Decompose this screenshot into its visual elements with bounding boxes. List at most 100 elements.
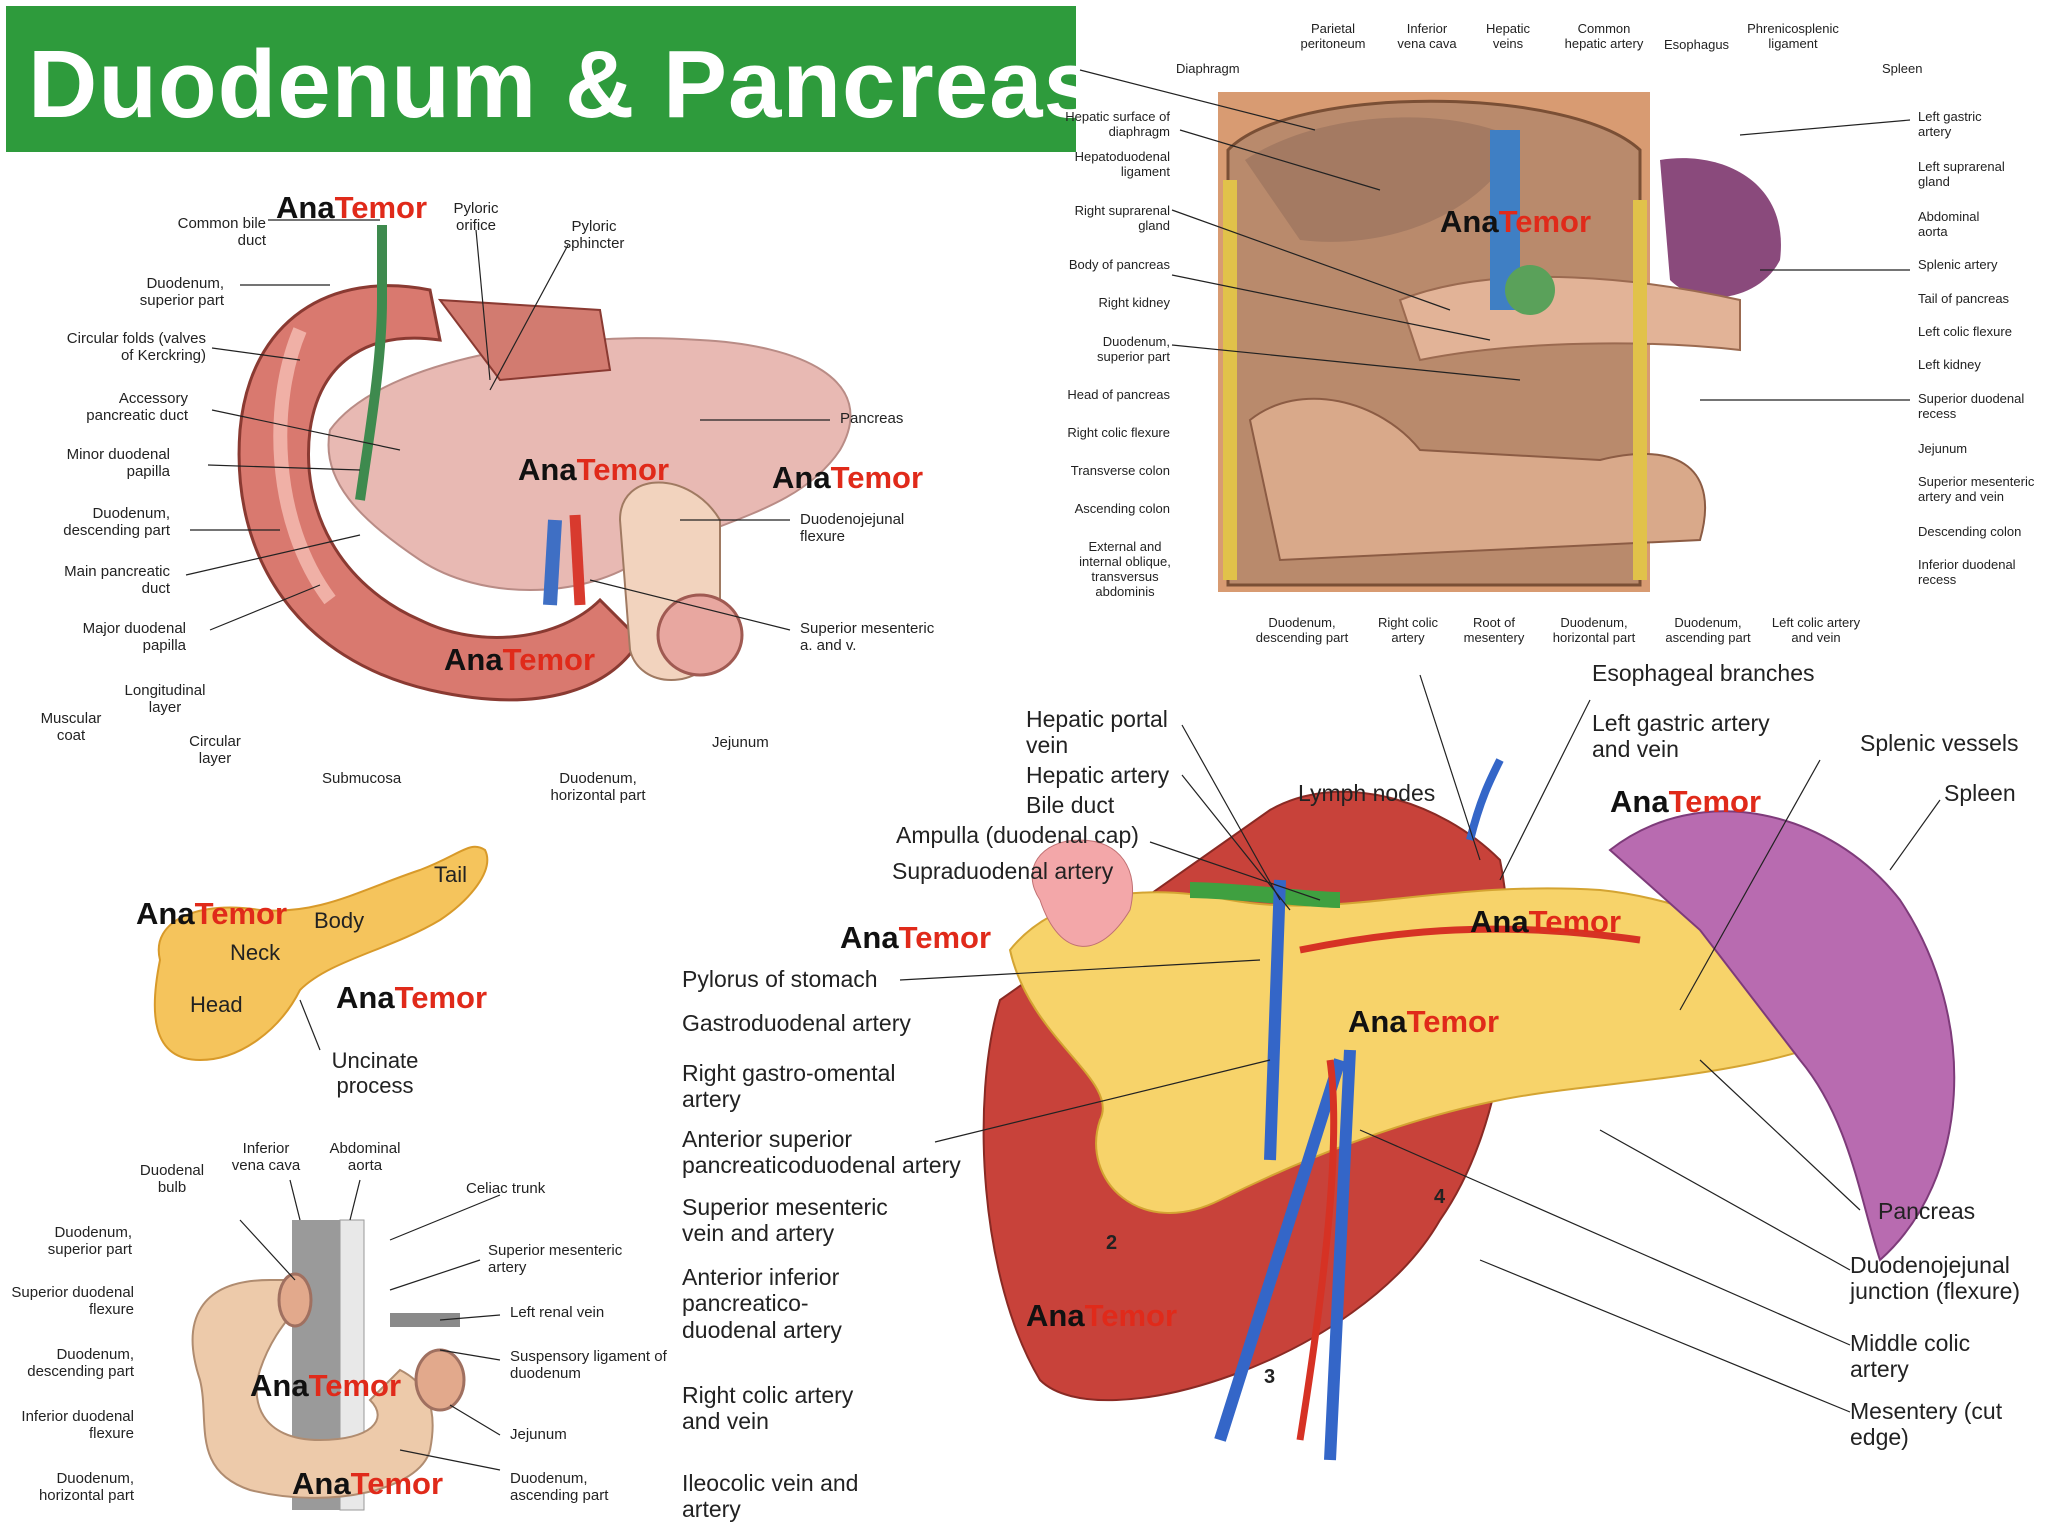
label-duodenum-superior: Duodenum, superior part xyxy=(139,275,224,310)
label-tail: Tail xyxy=(434,862,468,887)
label-splenic-vessels: Splenic vessels xyxy=(1860,730,2019,756)
label-smv-and-a: Superior mesenteric vein and artery xyxy=(682,1194,888,1247)
label-dj-flexure: Duodenojejunal flexure xyxy=(800,511,905,546)
label-right-suprarenal: Right suprarenal gland xyxy=(1074,203,1170,233)
label-supraduodenal: Supraduodenal artery xyxy=(892,858,1114,884)
label-right-gastro-omental: Right gastro-omental artery xyxy=(682,1060,896,1113)
label-body: Body xyxy=(314,908,365,933)
label-sup-part: Duodenum, superior part xyxy=(47,1224,132,1259)
figure-number-2: 2 xyxy=(1106,1232,1118,1254)
label-middle-colic: Middle colic artery xyxy=(1850,1330,1971,1383)
leader-lines xyxy=(185,69,1941,1471)
label-ascending-colon: Ascending colon xyxy=(1074,501,1170,516)
label-inferior-duodenal-recess: Inferior duodenal recess xyxy=(1918,557,2016,587)
figure-number-3: 3 xyxy=(1264,1366,1276,1388)
label-descending-colon: Descending colon xyxy=(1918,524,2022,539)
abdominal-cavity-illustration xyxy=(1218,92,1781,592)
label-major-papilla: Major duodenal papilla xyxy=(82,620,186,655)
watermark: AnaTemor xyxy=(336,980,488,1015)
label-superior-duodenal-recess: Superior duodenal recess xyxy=(1918,391,2025,421)
watermark: AnaTemor xyxy=(1610,784,1762,819)
label-esophagus: Esophagus xyxy=(1664,37,1730,52)
label-lymph-nodes: Lymph nodes xyxy=(1298,780,1436,806)
label-right-colic-artery: Right colic artery xyxy=(1378,615,1438,645)
label-sma-v: Superior mesenteric a. and v. xyxy=(800,620,935,655)
label-hepatoduodenal: Hepatoduodenal ligament xyxy=(1074,149,1170,179)
label-duodenum-superior-2: Duodenum, superior part xyxy=(1097,334,1170,364)
label-left-colic-flexure: Left colic flexure xyxy=(1918,324,2012,339)
label-desc-2: Duodenum, descending part xyxy=(27,1346,134,1381)
label-anterior-inferior-pd: Anterior inferior pancreatico-duodenal a… xyxy=(682,1264,842,1343)
label-jejunum: Jejunum xyxy=(712,734,769,751)
watermark: AnaTemor xyxy=(772,460,924,495)
label-duodenum-ascending-2: Duodenum, ascending part xyxy=(1665,615,1751,645)
label-splenic-artery: Splenic artery xyxy=(1918,257,1998,272)
label-dj-junction: Duodenojejunal junction (flexure) xyxy=(1850,1252,2021,1305)
label-obliques: External and internal oblique, transvers… xyxy=(1079,539,1171,599)
label-spleen-3: Spleen xyxy=(1944,780,2016,806)
label-uncinate: Uncinate process xyxy=(331,1048,419,1099)
page-title: Duodenum & Pancreas xyxy=(28,31,1098,138)
label-minor-papilla: Minor duodenal papilla xyxy=(66,446,170,481)
label-abdominal-aorta: Abdominal aorta xyxy=(1918,209,1980,239)
label-pyloric-orifice: Pyloric orifice xyxy=(453,200,499,235)
watermark: AnaTemor xyxy=(250,1368,402,1403)
label-susp: Suspensory ligament of duodenum xyxy=(510,1348,667,1383)
label-common-hepatic-artery: Common hepatic artery xyxy=(1564,21,1644,51)
label-spleen-2: Spleen xyxy=(1882,61,1923,76)
label-lrv: Left renal vein xyxy=(510,1304,605,1321)
label-duodenum-descending-2: Duodenum, descending part xyxy=(1255,615,1349,645)
label-muscular-coat: Muscular coat xyxy=(40,710,102,745)
label-circular-folds: Circular folds (valves of Kerckring) xyxy=(66,330,206,365)
label-duodenal-bulb: Duodenal bulb xyxy=(139,1162,205,1197)
label-descending: Duodenum, descending part xyxy=(63,505,170,540)
label-submucosa: Submucosa xyxy=(322,770,402,787)
watermark: AnaTemor xyxy=(292,1466,444,1501)
label-left-colic-artery: Left colic artery and vein xyxy=(1771,615,1861,645)
label-sup-flex: Superior duodenal flexure xyxy=(11,1284,134,1319)
label-asc-2: Duodenum, ascending part xyxy=(510,1470,609,1505)
label-ivc: Inferior vena cava xyxy=(1397,21,1457,51)
label-head: Head xyxy=(190,992,243,1017)
watermark: AnaTemor xyxy=(1440,204,1592,239)
label-left-gastric: Left gastric artery xyxy=(1918,109,1982,139)
label-right-colic-artery-vein: Right colic artery and vein xyxy=(682,1382,854,1435)
watermark: AnaTemor xyxy=(136,896,288,931)
label-bile-duct: Bile duct xyxy=(1026,792,1115,818)
label-transverse-colon: Transverse colon xyxy=(1070,463,1170,478)
watermark: AnaTemor xyxy=(1470,904,1622,939)
label-jejunum-2: Jejunum xyxy=(1918,441,1968,456)
label-left-suprarenal: Left suprarenal gland xyxy=(1918,159,2005,189)
label-head-pancreas: Head of pancreas xyxy=(1067,387,1170,402)
label-horizontal: Duodenum, horizontal part xyxy=(550,770,646,805)
label-accessory-duct: Accessory pancreatic duct xyxy=(86,390,188,425)
label-main-duct: Main pancreatic duct xyxy=(64,563,170,598)
label-ileocolic: Ileocolic vein and artery xyxy=(682,1470,859,1523)
label-hepatic-artery: Hepatic artery xyxy=(1026,762,1170,788)
label-celiac: Celiac trunk xyxy=(466,1180,546,1197)
label-parietal-peritoneum: Parietal peritoneum xyxy=(1300,21,1366,51)
pancreas-vessels-illustration xyxy=(982,758,1956,1461)
label-common-bile-duct: Common bile duct xyxy=(177,215,266,250)
label-gastroduodenal: Gastroduodenal artery xyxy=(682,1010,911,1036)
label-longitudinal: Longitudinal layer xyxy=(124,682,206,717)
label-hepatic-surface: Hepatic surface of diaphragm xyxy=(1065,109,1170,139)
label-pancreas: Pancreas xyxy=(840,410,904,427)
label-diaphragm: Diaphragm xyxy=(1176,61,1240,76)
label-mesentery-cut: Mesentery (cut edge) xyxy=(1850,1398,2003,1451)
watermark: AnaTemor xyxy=(1026,1298,1178,1333)
label-horiz-2: Duodenum, horizontal part xyxy=(38,1470,134,1505)
label-hepatic-veins: Hepatic veins xyxy=(1485,21,1531,51)
label-sma-and-vein: Superior mesenteric artery and vein xyxy=(1918,474,2035,504)
label-right-kidney: Right kidney xyxy=(1098,295,1170,310)
pancreas-parts-illustration xyxy=(153,845,489,1062)
label-left-kidney: Left kidney xyxy=(1918,357,1981,372)
watermark: AnaTemor xyxy=(840,920,992,955)
label-pylorus: Pylorus of stomach xyxy=(682,966,878,992)
title-banner: Duodenum & Pancreas xyxy=(6,6,1097,152)
watermark: AnaTemor xyxy=(1348,1004,1500,1039)
label-ampulla: Ampulla (duodenal cap) xyxy=(896,822,1139,848)
watermark: AnaTemor xyxy=(518,452,670,487)
label-tail-pancreas: Tail of pancreas xyxy=(1918,291,2010,306)
label-pyloric-sphincter: Pyloric sphincter xyxy=(563,218,625,253)
